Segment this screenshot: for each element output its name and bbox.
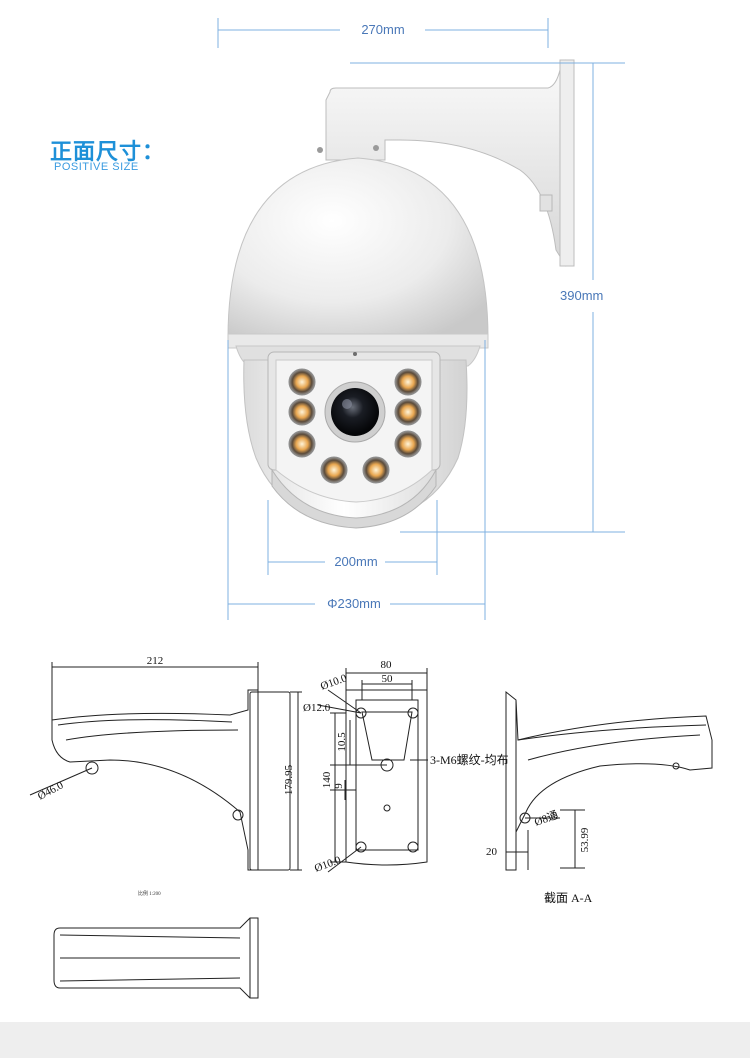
drawing-section-aa <box>505 690 713 871</box>
dim-head-width: 200mm <box>334 554 377 569</box>
dim-height-179: 179.95 <box>283 764 295 795</box>
page-subtitle: POSITIVE SIZE <box>54 161 139 173</box>
dim-height: 390mm <box>560 288 603 303</box>
dim-10-5: 10.5 <box>336 732 348 752</box>
dim-140: 140 <box>321 771 333 788</box>
top-dimension-lines <box>217 18 625 620</box>
dim-d12: Ø12.0 <box>303 702 331 714</box>
dim-80: 80 <box>381 659 393 671</box>
drawing-side-view <box>29 662 302 871</box>
drawing-top-view <box>53 917 259 999</box>
dim-20: 20 <box>486 846 498 858</box>
dim-through-hole: Ø8通 <box>533 808 560 829</box>
dim-diameter: Φ230mm <box>327 596 381 611</box>
section-label: 截面 A-A <box>544 891 593 905</box>
dim-length-212: 212 <box>147 655 164 667</box>
dim-9: 9 <box>333 783 345 789</box>
screw-note: 3-M6螺纹-均布 <box>430 753 509 767</box>
drawing-back-plate <box>317 668 428 873</box>
dim-53-99: 53.99 <box>579 827 591 852</box>
page-title: 正面尺寸： <box>50 140 166 165</box>
camera-illustration <box>227 59 575 529</box>
dim-hole-46: Ø46.0 <box>36 779 66 803</box>
dim-50: 50 <box>382 673 394 685</box>
dim-width-top: 270mm <box>361 22 404 37</box>
footer-band <box>0 1022 750 1058</box>
dim-d10-top: Ø10.0 <box>319 672 349 693</box>
scale-note: 比例 1:200 <box>138 890 161 897</box>
